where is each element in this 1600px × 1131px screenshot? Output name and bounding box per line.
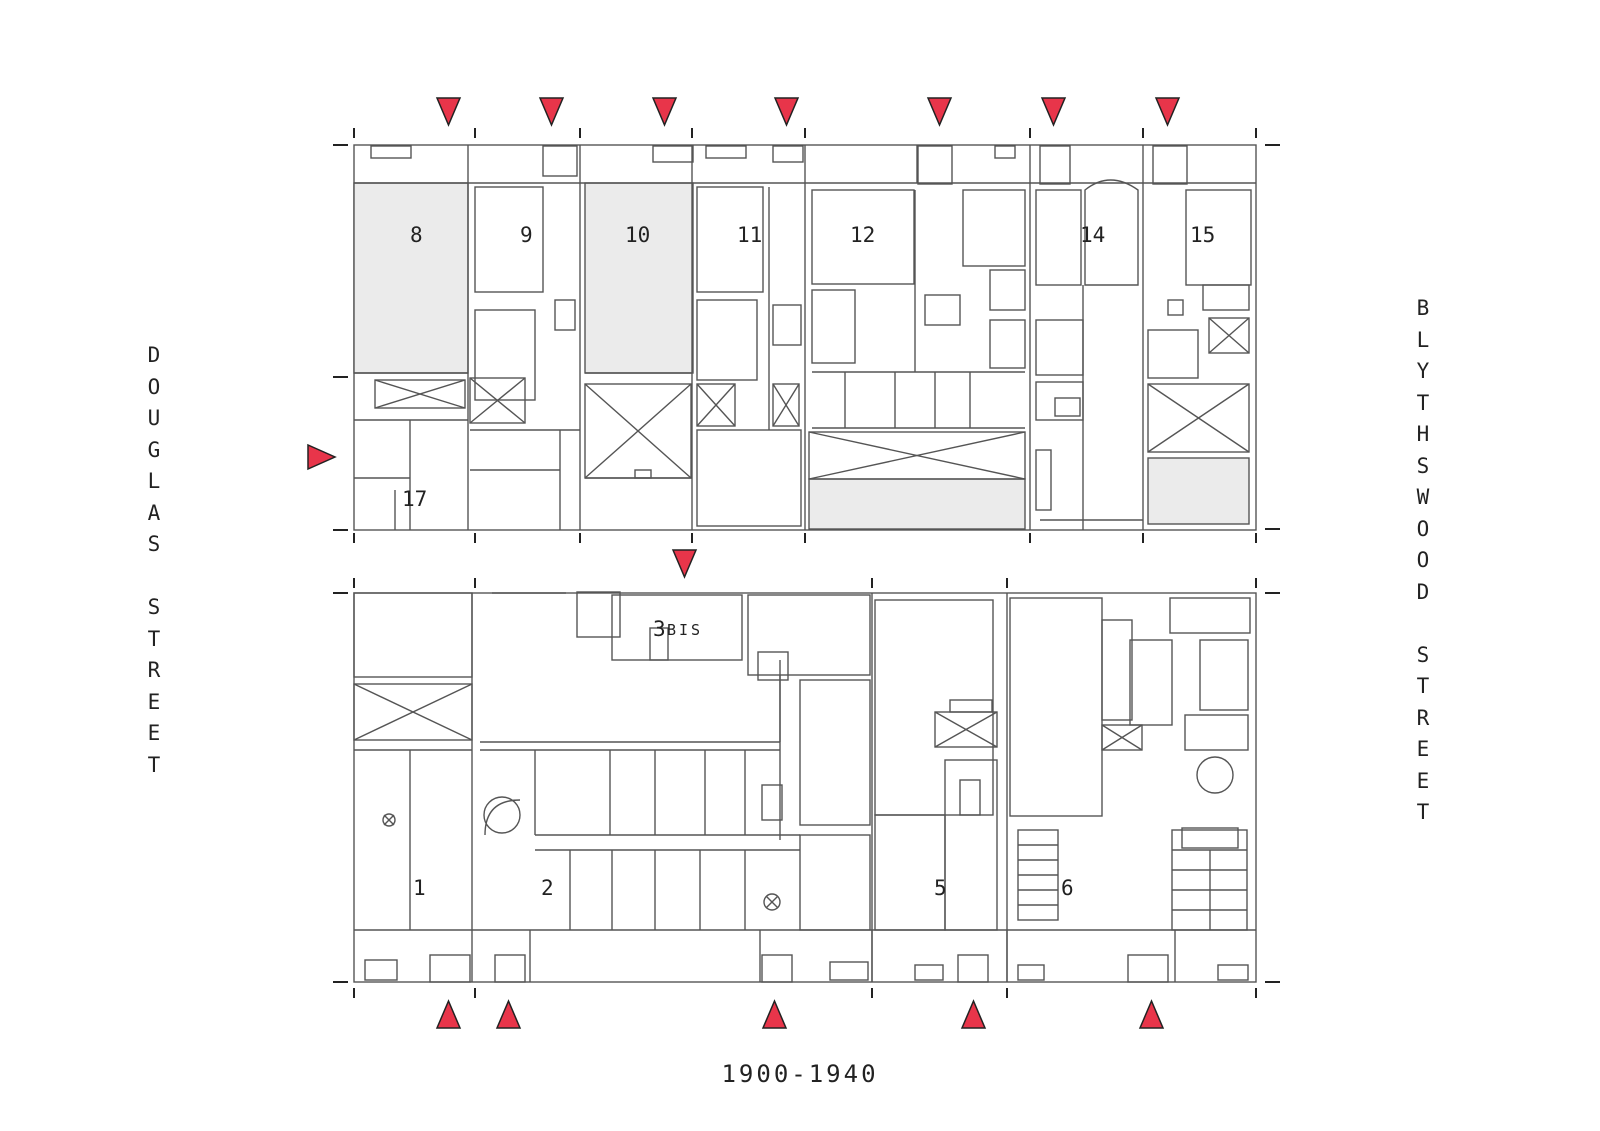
building-number-9: 9: [520, 223, 533, 247]
period-label: 1900-1940: [721, 1060, 879, 1088]
entrance-marker-top-15: [1154, 97, 1181, 127]
street-letter: A: [147, 500, 161, 525]
top-row-block: [353, 144, 1257, 531]
building-number-15: 15: [1190, 223, 1215, 247]
entrance-marker-top-11: [773, 97, 800, 127]
street-letter: T: [147, 626, 161, 651]
building-number-12: 12: [850, 223, 875, 247]
street-letter: H: [1416, 422, 1430, 446]
bottom-row-block: [353, 591, 1257, 983]
street-letter: O: [147, 374, 161, 399]
street-letter: G: [147, 437, 161, 462]
street-letter: W: [1416, 485, 1430, 509]
street-letter: O: [1416, 516, 1430, 541]
street-letter: E: [147, 721, 161, 745]
building-number-14: 14: [1080, 223, 1105, 247]
street-letter: [144, 561, 164, 593]
street-letter: Y: [1416, 359, 1430, 383]
entrance-marker-bottom-6: [1138, 999, 1165, 1029]
entrance-marker-top-12: [926, 97, 953, 127]
entrance-markers: [307, 97, 1181, 1029]
street-letter: E: [147, 689, 161, 714]
building-number-6: 6: [1061, 876, 1074, 900]
building-number-2: 2: [541, 876, 554, 900]
tick-marks: [333, 128, 1280, 998]
entrance-marker-top-10: [651, 97, 678, 127]
street-letter: L: [1416, 327, 1430, 352]
entrance-marker-douglas: [307, 443, 337, 471]
street-letter: U: [147, 406, 161, 430]
street-letter: E: [1416, 768, 1430, 793]
entrance-marker-bottom-2: [495, 999, 522, 1029]
street-letter: R: [1416, 705, 1430, 730]
street-letter: E: [1416, 737, 1430, 761]
entrance-marker-bottom-5: [960, 999, 987, 1029]
street-letter: S: [1416, 453, 1430, 478]
street-letter: T: [147, 752, 161, 777]
building-number-17: 17: [402, 487, 427, 511]
building-number-1: 1: [413, 876, 426, 900]
entrance-marker-3bis: [671, 549, 698, 579]
street-letter: [1413, 608, 1433, 640]
street-letter: T: [1416, 800, 1430, 824]
street-letter: O: [1416, 548, 1430, 572]
street-letter: S: [147, 595, 161, 619]
entrance-marker-top-9: [538, 97, 565, 127]
building-number-8: 8: [410, 223, 423, 247]
street-letter: B: [1416, 296, 1430, 320]
entrance-marker-bottom-3: [761, 999, 788, 1029]
street-letter: D: [147, 343, 161, 367]
building-number-3: 3: [653, 617, 666, 641]
street-letter: T: [1416, 390, 1430, 415]
building-number-3-bis: BIS: [667, 621, 703, 639]
street-letter: T: [1416, 674, 1430, 698]
street-letter: L: [147, 469, 161, 493]
street-letter: R: [147, 658, 161, 682]
entrance-marker-top-14: [1040, 97, 1067, 127]
building-numbers: 8 9 10 11 12 14 15 17 1 2 3 BIS 5 6: [402, 223, 1215, 900]
building-number-5: 5: [934, 876, 947, 900]
street-letter: S: [147, 532, 161, 556]
entrance-marker-top-8: [435, 97, 462, 127]
building-number-11: 11: [737, 223, 762, 247]
building-number-10: 10: [625, 223, 650, 247]
street-letter: S: [1416, 642, 1430, 667]
entrance-marker-bottom-1: [435, 999, 462, 1029]
street-letter: D: [1416, 579, 1430, 604]
